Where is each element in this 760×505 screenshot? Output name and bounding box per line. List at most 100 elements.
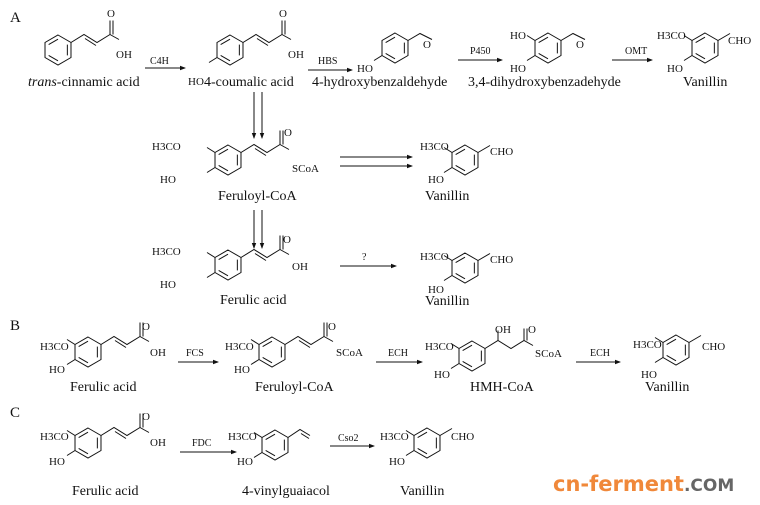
bond [139, 427, 150, 433]
atom-label: HO [49, 364, 65, 376]
atom-label: SCoA [336, 347, 363, 359]
double-bond [455, 272, 466, 280]
bond [66, 430, 76, 436]
enzyme-label-omt: OMT [625, 46, 647, 57]
bond [206, 147, 216, 153]
double-bond [462, 360, 473, 368]
double-bond [78, 340, 89, 348]
atom-label: H3CO [420, 251, 449, 263]
bond [250, 359, 260, 365]
bond [526, 35, 536, 41]
double-bond [385, 36, 396, 44]
compound-name-vanillin: Vanillin [425, 294, 469, 309]
compound-name-ferulic-acid: Ferulic acid [72, 484, 138, 499]
double-bond [256, 38, 269, 46]
propenoyl-chain [100, 335, 141, 346]
atom-label: SCoA [292, 163, 319, 175]
double-bond [666, 354, 677, 362]
double-bond [455, 256, 466, 264]
double-bond [218, 148, 229, 156]
bond [66, 359, 76, 365]
compound-name-3-4-dihydroxybenzaldehyde: 3,4-dihydroxybenzadehyde [468, 75, 621, 90]
atom-label: HO [667, 63, 683, 75]
enzyme-label-ech: ECH [590, 348, 610, 359]
bond [109, 34, 120, 40]
bond [654, 357, 664, 363]
double-bond [462, 344, 473, 352]
atom-label: H3CO [152, 141, 181, 153]
bond [477, 253, 491, 261]
compound-name-vanillin: Vanillin [400, 484, 444, 499]
double-bond [298, 340, 311, 348]
compound-name-vanillin: Vanillin [645, 380, 689, 395]
vinyl [287, 428, 311, 438]
compound-name-4-hydroxybenzaldehyde: 4-hydroxybenzaldehyde [312, 75, 447, 90]
atom-label: OH [495, 324, 511, 336]
bond [206, 272, 216, 278]
bond [654, 337, 664, 343]
double-bond [114, 431, 127, 439]
compound-name-vanillin: Vanillin [683, 75, 727, 90]
atom-label: HO [428, 284, 444, 296]
bond [66, 339, 76, 345]
propenoyl-chain [100, 426, 141, 437]
atom-label: H3CO [225, 341, 254, 353]
double-bond [114, 340, 127, 348]
atom-label: O [423, 39, 431, 51]
unknown-step-label: ? [362, 252, 367, 263]
aldehyde [407, 32, 433, 41]
atom-label: O [279, 8, 287, 20]
vanillin-structure: H3CO CHO HO [657, 30, 751, 75]
atom-label: O [142, 411, 150, 423]
atom-label: OH [150, 437, 166, 449]
double-bond [218, 269, 229, 277]
bond [250, 339, 260, 345]
double-bond [300, 433, 310, 439]
bond [688, 335, 702, 343]
atom-label: OH [150, 347, 166, 359]
double-bond [48, 38, 59, 46]
atom-label: HO [510, 30, 526, 42]
atom-label: HO [160, 279, 176, 291]
double-bond [695, 52, 706, 60]
atom-label: O [528, 324, 536, 336]
enzyme-label-c4h: C4H [150, 56, 169, 67]
enzyme-label-ech: ECH [388, 348, 408, 359]
aldehyde [560, 32, 586, 41]
double-bond [220, 54, 231, 62]
atom-label: HO [428, 174, 444, 186]
atom-label: CHO [728, 35, 751, 47]
double-bond [265, 433, 276, 441]
double-bond [78, 447, 89, 455]
bond-lines [44, 20, 731, 461]
bond [683, 35, 693, 41]
atom-label: HO [434, 369, 450, 381]
enzyme-label-fdc: FDC [192, 438, 212, 449]
bond [206, 252, 216, 258]
bond [139, 336, 150, 342]
propenoyl-chain [240, 248, 281, 259]
double-bond [78, 431, 89, 439]
bond [450, 343, 460, 349]
bond [323, 336, 334, 342]
atom-label: H3CO [633, 339, 662, 351]
bond [66, 450, 76, 456]
atom-label: HO [188, 76, 204, 88]
bond [477, 145, 491, 153]
enzyme-label-p450: P450 [470, 46, 491, 57]
double-bond [254, 148, 267, 156]
bond [443, 255, 453, 261]
atom-label: HO [510, 63, 526, 75]
atom-label: HO [160, 174, 176, 186]
atom-label: HO [234, 364, 250, 376]
atom-label: O [142, 321, 150, 333]
bond [279, 144, 290, 150]
atom-label: OH [288, 49, 304, 61]
bond [373, 55, 383, 61]
bond [206, 167, 216, 173]
atom-label: H3CO [420, 141, 449, 153]
bond [253, 432, 263, 438]
compound-name-feruloyl-coa: Feruloyl-CoA [218, 189, 297, 204]
atom-label: CHO [702, 341, 725, 353]
